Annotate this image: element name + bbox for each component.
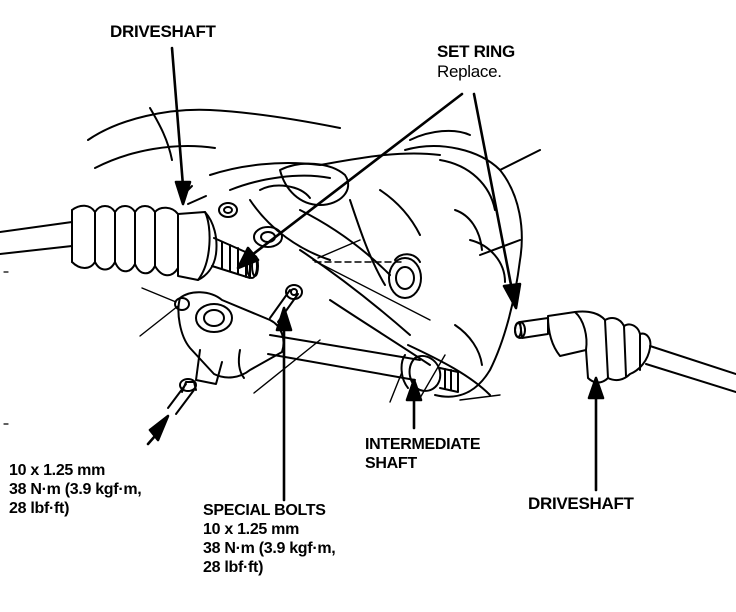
torque-spec-left: 10 x 1.25 mm 38 N·m (3.9 kgf·m, 28 lbf·f… xyxy=(9,462,142,519)
engine-block-outline xyxy=(87,107,541,398)
intermediate-shaft-line2: SHAFT xyxy=(365,454,417,472)
driveshaft-label-right: DRIVESHAFT xyxy=(528,494,634,513)
left-driveshaft xyxy=(0,185,258,281)
driveshaft-label-left: DRIVESHAFT xyxy=(110,22,216,41)
set-ring-label: SET RING Replace. xyxy=(437,42,515,82)
set-ring-parts xyxy=(251,255,522,338)
callout-arrows xyxy=(146,46,605,502)
edge-ticks xyxy=(3,271,9,425)
special-bolts-title: SPECIAL BOLTS xyxy=(203,502,326,519)
torque-left-line3: 28 lbf·ft) xyxy=(9,499,70,517)
special-bolts-label: SPECIAL BOLTS 10 x 1.25 mm 38 N·m (3.9 k… xyxy=(203,502,336,578)
torque-left-line1: 10 x 1.25 mm xyxy=(9,462,106,479)
set-ring-title: SET RING xyxy=(437,42,515,61)
right-driveshaft xyxy=(514,310,736,393)
intermediate-shaft-label: INTERMEDIATE SHAFT xyxy=(365,436,481,474)
bearing-support xyxy=(174,291,285,385)
torque-left-line2: 38 N·m (3.9 kgf·m, xyxy=(9,480,142,498)
intermediate-shaft xyxy=(267,334,459,393)
special-bolts-line1: 10 x 1.25 mm xyxy=(203,520,300,538)
guide-lines xyxy=(139,239,501,403)
special-bolts-line2: 38 N·m (3.9 kgf·m, xyxy=(203,539,336,557)
set-ring-note: Replace. xyxy=(437,62,502,82)
special-bolts-line3: 28 lbf·ft) xyxy=(203,558,264,576)
intermediate-shaft-line1: INTERMEDIATE xyxy=(365,436,481,453)
